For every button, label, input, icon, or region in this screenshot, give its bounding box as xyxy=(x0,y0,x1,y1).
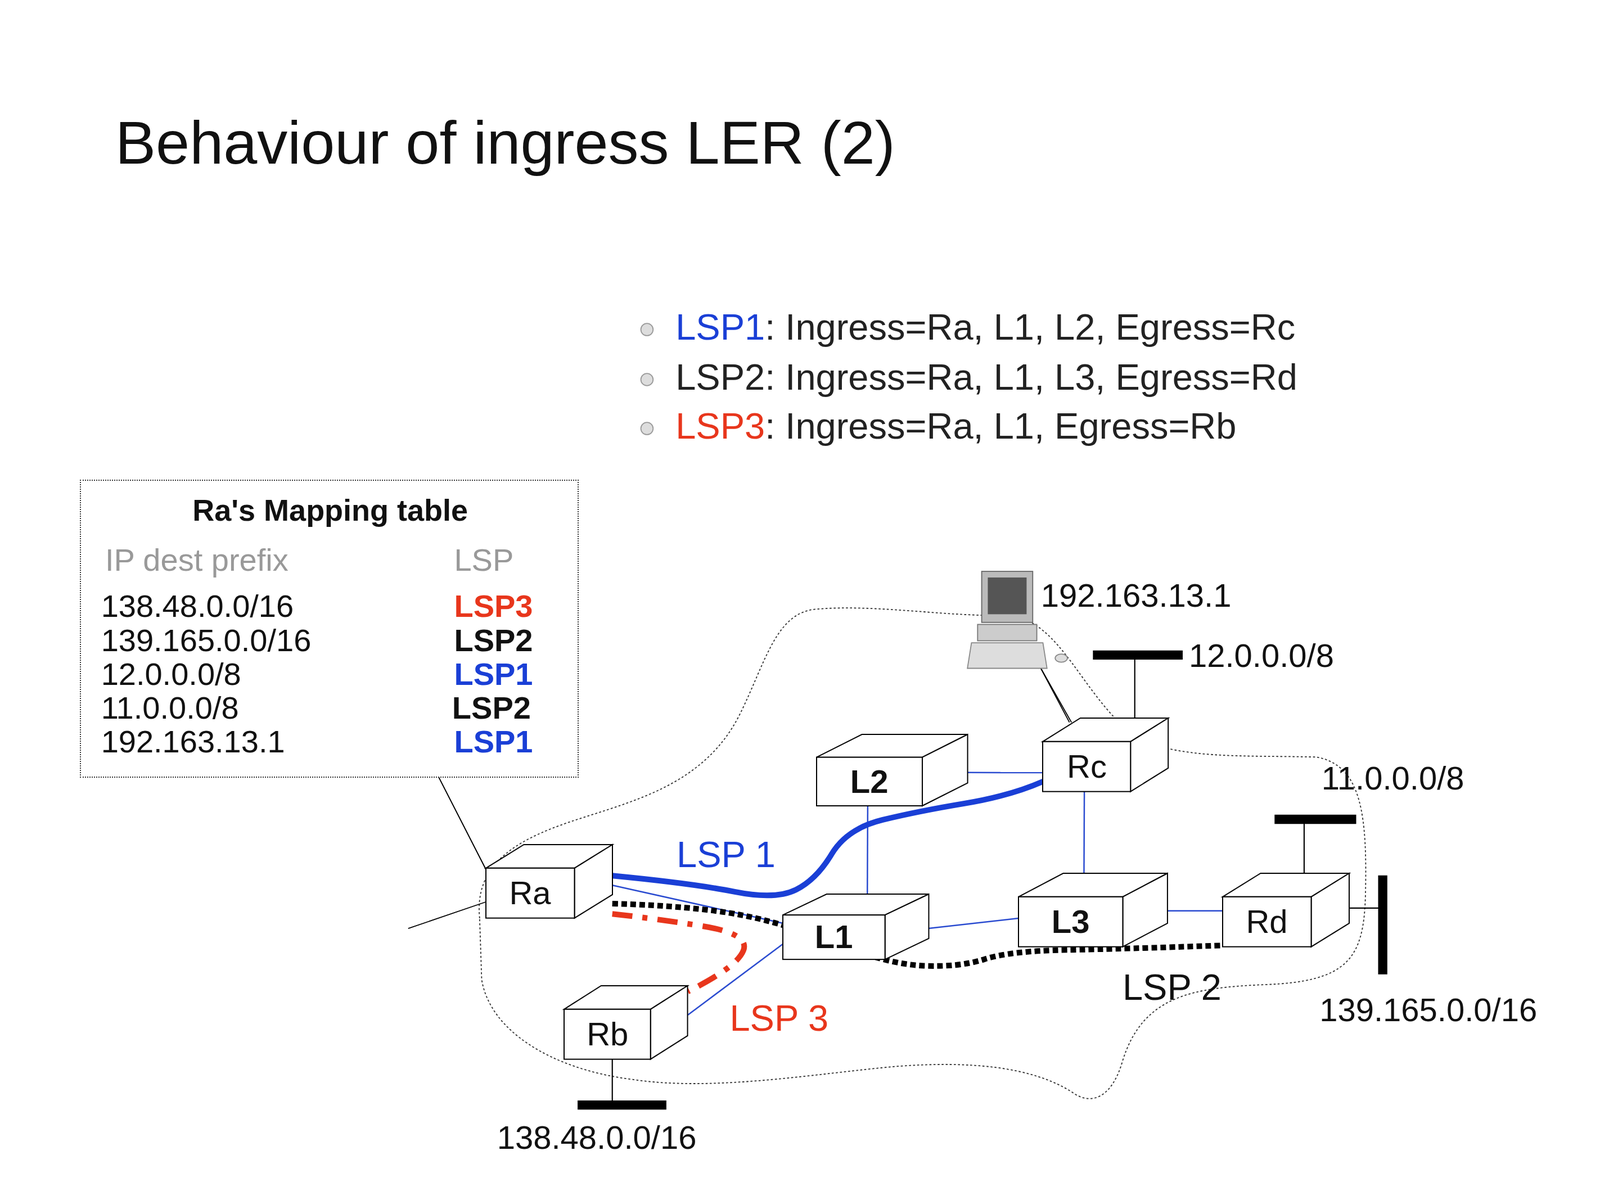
table-column-header: IP dest prefix xyxy=(105,542,289,579)
router-front xyxy=(782,915,886,960)
router-front xyxy=(1018,897,1123,948)
lsp-route: : Ingress=Ra, L1, L2, Egress=Rc xyxy=(764,306,1296,349)
router-name: L3 xyxy=(1051,903,1090,941)
network-bar xyxy=(1377,875,1387,975)
router-side xyxy=(1310,873,1350,948)
lsp-label: LSP 3 xyxy=(729,997,829,1040)
external-link xyxy=(408,902,486,929)
router-side xyxy=(574,844,613,919)
table-cell: LSP1 xyxy=(453,656,533,693)
router-side xyxy=(1122,873,1167,948)
table-cell: 12.0.0.0/8 xyxy=(101,656,242,693)
network-bar xyxy=(577,1100,667,1110)
table-cell: 192.163.13.1 xyxy=(101,723,286,760)
router-outline xyxy=(1018,873,1168,948)
router-box: L3 xyxy=(1018,873,1168,948)
network-bar xyxy=(1274,814,1356,824)
physical-link xyxy=(1083,791,1085,874)
table-column-header: LSP xyxy=(453,542,514,579)
lsp-path xyxy=(612,913,745,992)
router-front xyxy=(564,1009,651,1060)
bullet xyxy=(641,323,654,336)
physical-link xyxy=(1167,910,1223,913)
table-cell: LSP2 xyxy=(453,622,533,659)
network-cloud xyxy=(479,607,1366,1099)
router-front xyxy=(816,757,923,806)
table-cell: 139.165.0.0/16 xyxy=(101,622,312,659)
router-name: Rc xyxy=(1066,747,1107,786)
router-outline xyxy=(816,734,968,806)
host-address: 192.163.13.1 xyxy=(1040,577,1232,615)
table-cell: 138.48.0.0/16 xyxy=(101,588,295,625)
router-side xyxy=(650,985,688,1060)
router-front xyxy=(1042,741,1131,792)
router-box: L1 xyxy=(782,894,929,960)
router-side xyxy=(1130,718,1169,792)
bullet xyxy=(641,373,654,386)
router-side xyxy=(884,894,929,960)
network-prefix: 138.48.0.0/16 xyxy=(497,1119,697,1157)
physical-link xyxy=(928,918,1019,929)
router-name: Ra xyxy=(508,874,551,913)
router-front xyxy=(1222,897,1312,948)
table-cell: LSP3 xyxy=(453,588,533,625)
table-cell: LSP2 xyxy=(452,690,531,727)
network-bar xyxy=(1092,650,1183,660)
router-name: L1 xyxy=(814,918,854,957)
leader-line xyxy=(438,777,486,870)
router-name: Rb xyxy=(586,1015,629,1054)
router-box: L2 xyxy=(816,734,968,806)
lsp-label: LSP 2 xyxy=(1122,966,1222,1009)
legend-lsp-name: LSP1 xyxy=(675,306,765,349)
network-prefix: 12.0.0.0/8 xyxy=(1188,637,1334,675)
router-name: L2 xyxy=(850,763,889,801)
lsp-label: LSP 1 xyxy=(676,834,776,877)
router-name: Rd xyxy=(1245,903,1288,941)
router-box: Ra xyxy=(485,844,613,919)
router-box: Rc xyxy=(1042,718,1169,792)
network-stem xyxy=(1303,820,1305,874)
physical-link xyxy=(866,805,869,894)
network-stem xyxy=(611,1058,614,1104)
router-box: Rb xyxy=(564,985,688,1060)
router-box: Rd xyxy=(1222,873,1350,948)
physical-link xyxy=(967,772,1043,774)
router-outline xyxy=(782,894,929,960)
network-stem xyxy=(1134,656,1136,720)
legend-lsp-name: LSP3 xyxy=(675,405,765,448)
router-front xyxy=(485,868,575,919)
bullet xyxy=(641,422,654,435)
lsp-route: LSP2: Ingress=Ra, L1, L3, Egress=Rd xyxy=(675,356,1298,399)
network-prefix: 11.0.0.0/8 xyxy=(1321,759,1465,798)
router-side xyxy=(922,734,968,806)
table-heading: Ra's Mapping table xyxy=(192,492,468,528)
table-cell: LSP1 xyxy=(453,723,533,760)
table-cell: 11.0.0.0/8 xyxy=(101,690,240,727)
lsp-route: : Ingress=Ra, L1, Egress=Rb xyxy=(764,405,1237,448)
network-stem xyxy=(1349,907,1382,909)
network-prefix: 139.165.0.0/16 xyxy=(1319,991,1538,1030)
slide-title: Behaviour of ingress LER (2) xyxy=(115,107,896,178)
